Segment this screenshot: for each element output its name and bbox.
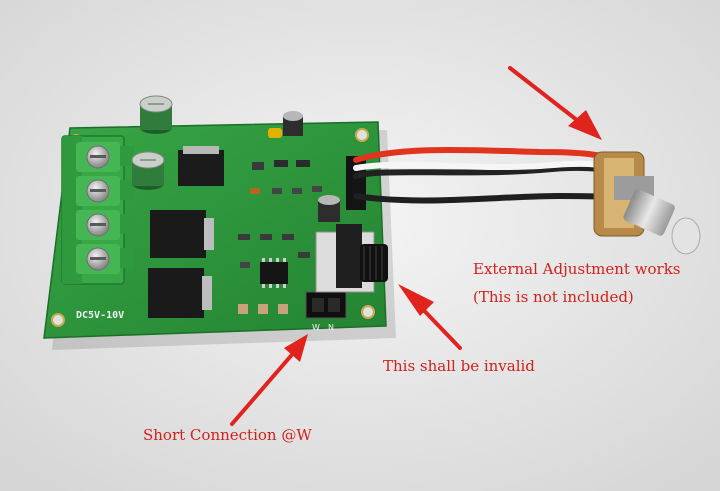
caption-external-adjustment: External Adjustment works (473, 260, 681, 278)
smd-components (238, 160, 322, 314)
capacitor-c2 (131, 151, 165, 190)
mosfet-q1 (148, 268, 212, 318)
arrow-invalid (398, 284, 462, 350)
pin-label-n: N (328, 323, 334, 332)
capacitor-yellow (268, 128, 282, 138)
pin-label-w: W (312, 323, 320, 332)
jumper-block (305, 291, 347, 319)
ic-u1 (260, 258, 288, 288)
capacitor-small-1 (283, 111, 303, 136)
pcb-board (43, 121, 387, 339)
capacitor-small-2 (318, 195, 340, 222)
caption-short-connection: Short Connection @W (143, 426, 312, 444)
external-potentiometer (593, 151, 701, 255)
onboard-potentiometer (315, 224, 388, 293)
board-model-label: DC5V-10V (76, 310, 124, 321)
mosfet-q3 (150, 210, 214, 258)
capacitor-c1 (139, 95, 173, 134)
screw-terminal-block (61, 135, 134, 285)
arrow-external (508, 66, 602, 140)
caption-invalid: This shall be invalid (383, 357, 535, 375)
arrow-short (230, 334, 308, 426)
mosfet-q2 (178, 146, 224, 186)
caption-not-included: (This is not included) (473, 288, 634, 306)
